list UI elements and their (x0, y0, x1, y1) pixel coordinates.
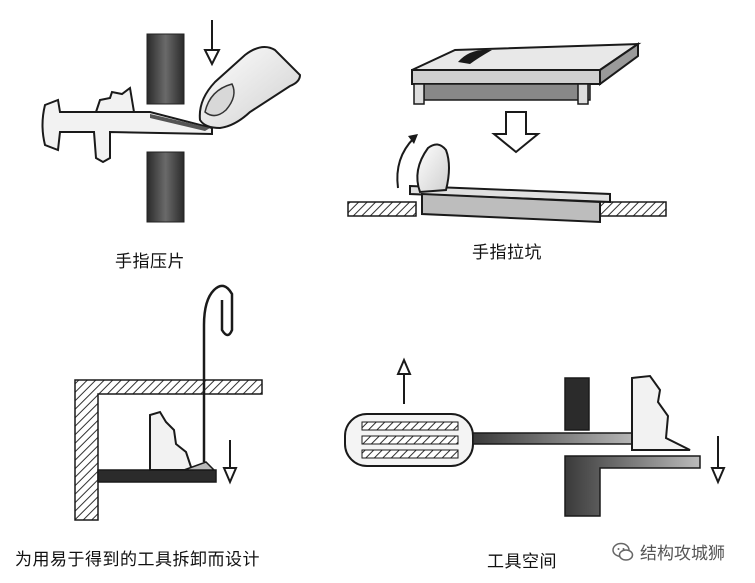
base-left-hatch (347, 201, 417, 217)
caption-tool-removal: 为用易于得到的工具拆卸而设计 (15, 550, 260, 570)
up-arrow-icon (396, 357, 412, 404)
l-bracket (564, 455, 701, 517)
screwdriver-shaft (472, 432, 640, 445)
caption-finger-pull: 手指拉坑 (472, 243, 542, 263)
base-bar-dark (97, 469, 217, 483)
snap-clip-part (149, 410, 194, 471)
clip-latch (183, 461, 216, 471)
broken-edge (94, 86, 136, 113)
rotation-arrow-head (408, 134, 418, 144)
fingernail (204, 83, 235, 117)
finger-recess (458, 49, 492, 64)
tilted-lid-body (421, 192, 601, 224)
lid-side-face (599, 42, 639, 86)
tilted-lid (409, 184, 611, 204)
down-arrow-icon (222, 440, 238, 485)
upper-wall-block (146, 33, 185, 105)
lower-wall-block (146, 151, 185, 223)
handle-grip-3 (361, 449, 459, 459)
lid-skirt (423, 83, 591, 101)
snap-tab-part (41, 98, 213, 164)
caption-tool-space: 工具空间 (487, 552, 557, 572)
base-right-hatch (599, 201, 667, 217)
handle-grip-2 (361, 435, 459, 445)
lid-clip-left (413, 83, 425, 105)
wall-block (564, 377, 590, 431)
watermark: 结构攻城狮 (612, 539, 725, 564)
snap-clip-part (631, 374, 691, 451)
housing-wall-hatch (74, 379, 263, 521)
lid-front-face (411, 69, 601, 85)
tab-shadow (150, 114, 210, 131)
paperclip-tool-icon (202, 284, 234, 462)
down-arrow-icon (203, 20, 221, 67)
caption-finger-press: 手指压片 (115, 252, 185, 272)
handle-grip-1 (361, 421, 459, 431)
rotation-arrow-icon (396, 137, 415, 189)
lid-clip-right (577, 83, 589, 105)
down-arrow-icon (491, 111, 541, 154)
hand-icon (416, 143, 450, 194)
wechat-icon (612, 542, 634, 561)
down-arrow-icon (710, 436, 726, 485)
panel-finger-press (41, 20, 302, 223)
watermark-text: 结构攻城狮 (640, 544, 725, 564)
panel-tool-removal (74, 284, 263, 521)
panel-finger-pull (347, 42, 667, 224)
panel-tool-space (344, 357, 726, 517)
